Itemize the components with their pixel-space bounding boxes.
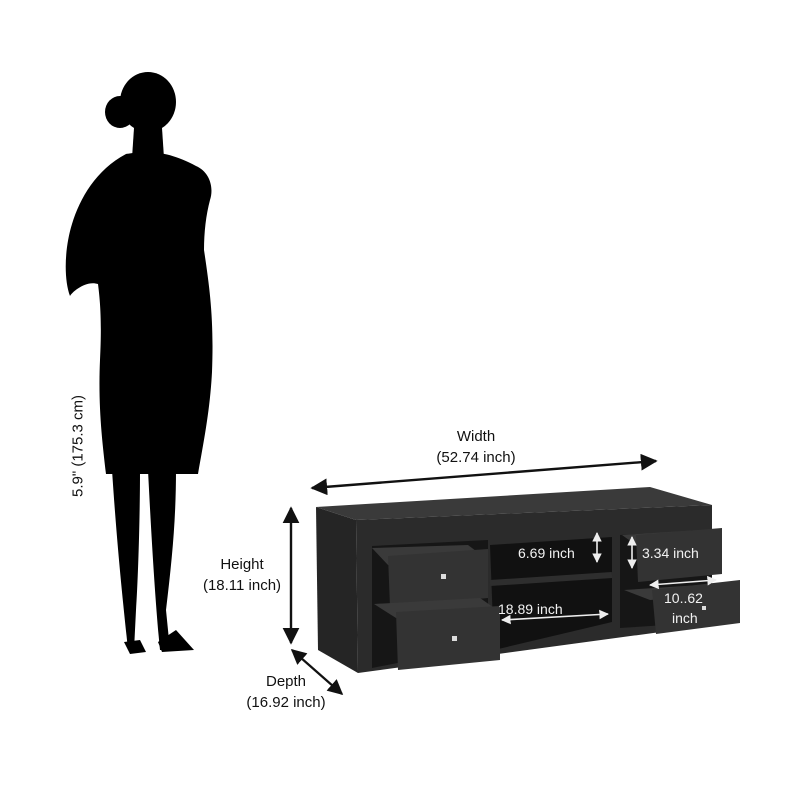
drawer-height-label: 3.34 inch — [642, 545, 699, 561]
depth-value: (16.92 inch) — [246, 694, 326, 711]
width-value: (52.74 inch) — [436, 449, 516, 466]
person-height-label: 5.9" (175.3 cm) — [69, 394, 87, 498]
drawer-width-arrow — [649, 575, 717, 590]
depth-title: Depth — [265, 673, 307, 690]
shelf-width-arrow — [501, 609, 609, 625]
drawer-width-label-line1: 10..62 — [664, 590, 703, 606]
shelf-width-label: 18.89 inch — [498, 601, 563, 617]
depth-arrow — [290, 648, 344, 696]
height-title: Height — [220, 556, 264, 573]
drawer-width-label-line2: inch — [672, 610, 698, 626]
woman-silhouette — [65, 72, 213, 654]
shelf-height-label: 6.69 inch — [518, 545, 575, 561]
drawer — [388, 549, 488, 607]
tv-unit — [316, 487, 740, 673]
width-arrow — [310, 453, 658, 496]
drawer — [652, 580, 740, 634]
drawer — [636, 528, 722, 582]
width-title: Width — [456, 428, 496, 445]
drawer — [396, 606, 500, 670]
height-value: (18.11 inch) — [202, 577, 282, 594]
